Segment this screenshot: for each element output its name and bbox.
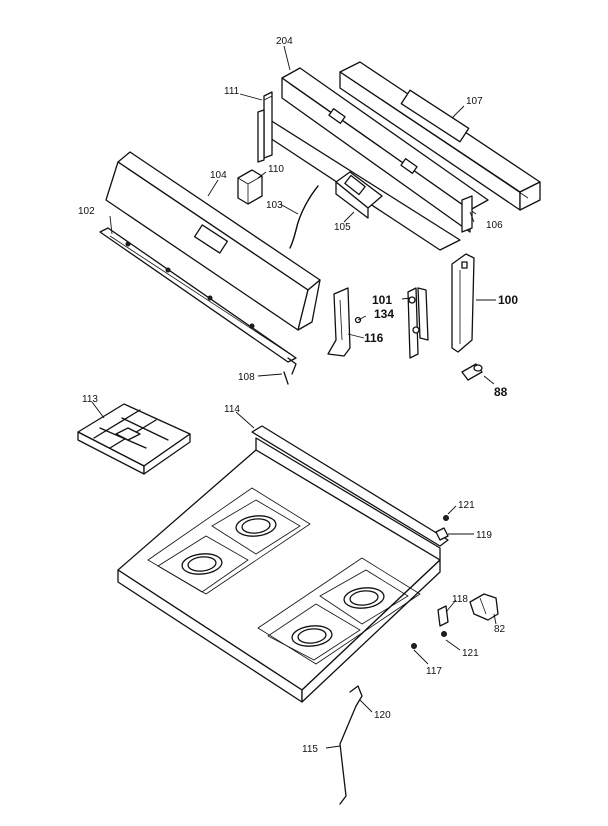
label-111: 111 bbox=[224, 86, 240, 97]
label-121-upper: 121 bbox=[458, 500, 475, 511]
label-115: 115 bbox=[302, 744, 318, 755]
part-100-side-panel bbox=[451, 253, 475, 353]
part-117-screw bbox=[411, 643, 417, 649]
part-121-screw-upper bbox=[443, 515, 449, 521]
label-114: 114 bbox=[224, 404, 240, 415]
part-107-top-cover bbox=[339, 61, 541, 211]
label-104: 104 bbox=[210, 170, 227, 181]
label-106: 106 bbox=[486, 220, 503, 231]
label-116: 116 bbox=[364, 331, 384, 345]
label-204: 204 bbox=[276, 36, 293, 47]
label-105: 105 bbox=[334, 222, 351, 233]
part-118-bracket bbox=[437, 605, 449, 627]
part-backguard-frame bbox=[269, 67, 489, 251]
part-110-switch bbox=[237, 169, 263, 205]
part-102-manifold bbox=[99, 227, 297, 363]
label-100: 100 bbox=[498, 293, 518, 307]
part-121-screw-lower bbox=[441, 631, 447, 637]
label-113: 113 bbox=[82, 394, 98, 405]
label-82: 82 bbox=[494, 624, 506, 635]
label-121-lower: 121 bbox=[462, 648, 479, 659]
part-120-clip bbox=[349, 685, 363, 707]
label-103: 103 bbox=[266, 200, 283, 211]
part-105-module bbox=[335, 171, 383, 219]
label-88: 88 bbox=[494, 385, 508, 399]
label-107: 107 bbox=[466, 96, 483, 107]
label-119: 119 bbox=[476, 530, 492, 541]
part-88-spacer bbox=[461, 363, 483, 381]
label-110: 110 bbox=[268, 164, 284, 175]
part-111-side-bracket bbox=[257, 91, 273, 163]
part-82-valve bbox=[469, 593, 499, 621]
label-108: 108 bbox=[238, 372, 255, 383]
part-108-clip bbox=[283, 357, 297, 385]
label-134: 134 bbox=[374, 307, 394, 321]
label-118: 118 bbox=[452, 594, 468, 605]
label-102: 102 bbox=[78, 206, 95, 217]
part-116-bracket bbox=[327, 287, 351, 357]
label-117: 117 bbox=[426, 666, 442, 677]
part-115-rod bbox=[339, 705, 357, 805]
leader-lines bbox=[91, 45, 497, 749]
part-113-grate bbox=[77, 403, 191, 475]
label-101: 101 bbox=[372, 293, 392, 307]
part-103-rod bbox=[289, 185, 319, 249]
label-120: 120 bbox=[374, 710, 391, 721]
part-104-control-panel bbox=[105, 151, 321, 331]
part-119-clip bbox=[435, 527, 449, 541]
part-101-hinge bbox=[407, 287, 429, 359]
part-114-cooktop bbox=[117, 425, 449, 703]
part-labels: 204 111 107 110 104 102 103 105 106 101 … bbox=[78, 36, 518, 755]
